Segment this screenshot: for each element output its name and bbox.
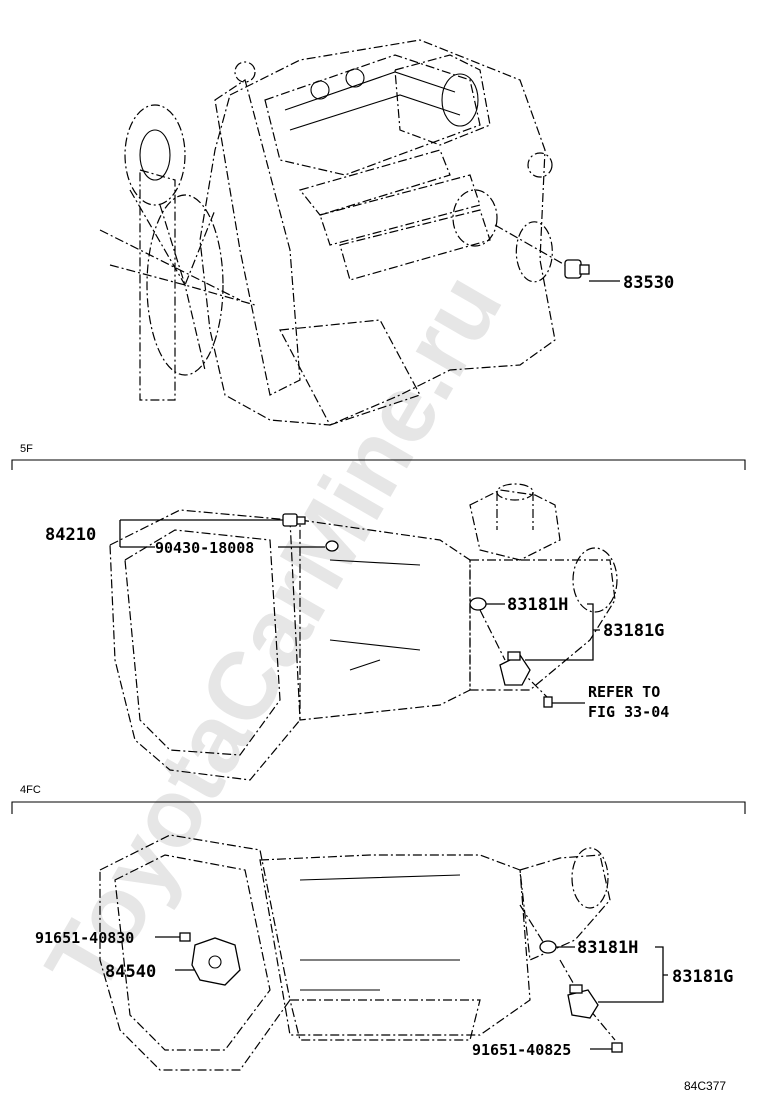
engine-illustration	[99, 39, 566, 426]
figure-code: 84C377	[684, 1079, 726, 1093]
section-bracket-4fc	[11, 801, 746, 814]
part-number-83181g-5f[interactable]: 83181G	[603, 621, 664, 641]
section-label-5f: 5F	[20, 443, 33, 455]
speed-sensor-83181g-4fc[interactable]	[567, 984, 599, 1019]
refer-fig-label[interactable]: FIG 33-04	[588, 703, 669, 721]
part-number-84210[interactable]: 84210	[45, 525, 96, 545]
refer-to-label[interactable]: REFER TO	[588, 683, 660, 701]
part-number-83181h-5f[interactable]: 83181H	[507, 595, 568, 615]
o-ring-83181h-4fc[interactable]	[539, 940, 557, 954]
switch-84210[interactable]	[282, 513, 306, 527]
speed-sensor-83181g-5f[interactable]	[499, 651, 531, 686]
section-bracket-5f	[11, 459, 746, 470]
part-number-83181g-4fc[interactable]: 83181G	[672, 967, 733, 987]
bolt-91651-40825[interactable]	[611, 1042, 623, 1053]
part-number-90430-18008[interactable]: 90430-18008	[155, 539, 254, 557]
leader-84210	[119, 519, 283, 548]
part-number-83181h-4fc[interactable]: 83181H	[577, 938, 638, 958]
part-number-84540[interactable]: 84540	[105, 962, 156, 982]
part-number-83530[interactable]: 83530	[623, 273, 674, 293]
neutral-start-switch-84540[interactable]	[191, 937, 241, 986]
o-ring-83181h-5f[interactable]	[469, 597, 487, 611]
leader-83181-4fc	[556, 946, 668, 1003]
automatic-transmission-illustration	[99, 834, 616, 1071]
part-number-91651-40830[interactable]: 91651-40830	[35, 929, 134, 947]
leader-83181-5f	[486, 603, 600, 661]
section-label-4fc: 4FC	[20, 784, 41, 796]
part-number-91651-40825[interactable]: 91651-40825	[472, 1041, 571, 1059]
manual-transmission-illustration	[109, 483, 618, 781]
bolt-91651-40830[interactable]	[179, 932, 191, 942]
gasket-90430-18008[interactable]	[325, 540, 339, 552]
bolt-refer-5f[interactable]	[543, 696, 553, 708]
oil-pressure-switch-83530[interactable]	[564, 259, 590, 279]
